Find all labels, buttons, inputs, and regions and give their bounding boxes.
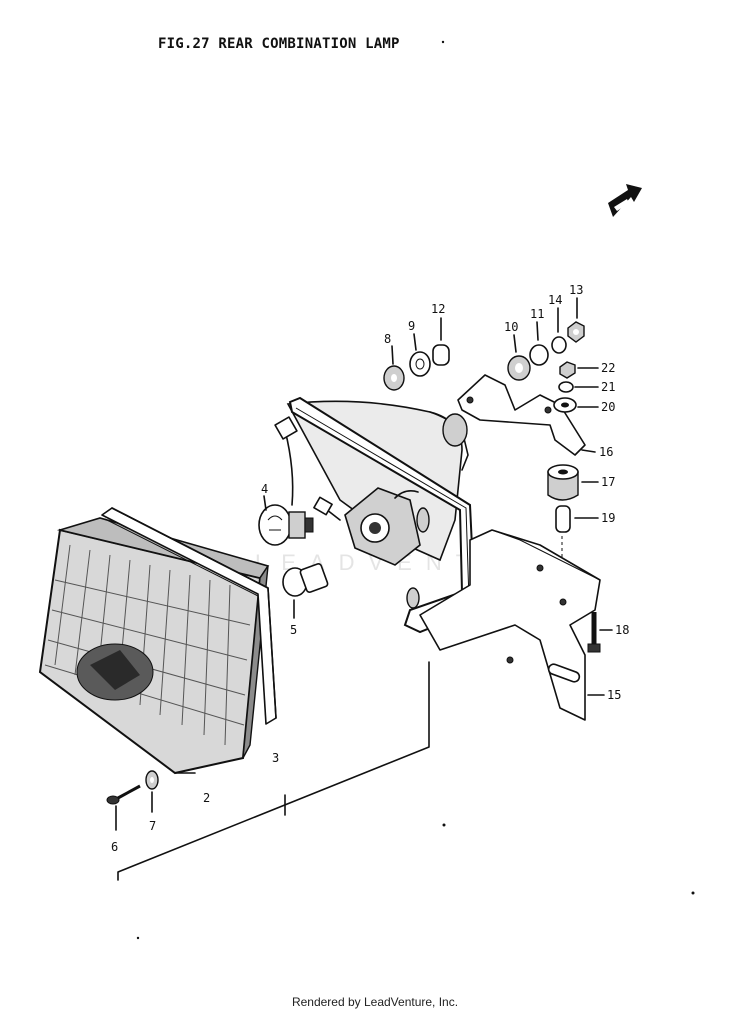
part-washer-10 (507, 334, 531, 381)
callout-16: 16 (599, 445, 613, 459)
callout-6: 6 (111, 840, 118, 854)
scan-artifacts (136, 40, 695, 940)
footer-credit: Rendered by LeadVenture, Inc. (291, 995, 459, 1009)
callout-2: 2 (203, 791, 210, 805)
callout-17: 17 (601, 475, 615, 489)
part-collar-12 (432, 317, 450, 366)
callout-15: 15 (607, 688, 621, 702)
part-washer-21 (558, 381, 599, 393)
part-screw (106, 784, 141, 831)
part-cushion-17 (547, 464, 599, 501)
callout-11: 11 (530, 307, 544, 321)
part-lens (38, 517, 270, 775)
callout-4: 4 (261, 482, 268, 496)
callout-13: 13 (569, 283, 583, 297)
callout-18: 18 (615, 623, 629, 637)
part-bulb-4 (258, 495, 314, 546)
part-bulb-5 (282, 563, 329, 619)
callout-10: 10 (504, 320, 518, 334)
callout-8: 8 (384, 332, 391, 346)
callout-labels: 2 3 4 5 6 7 8 9 10 11 12 13 14 15 16 17 … (111, 283, 629, 854)
callout-20: 20 (601, 400, 615, 414)
part-washer-8 (383, 345, 405, 391)
callout-12: 12 (431, 302, 445, 316)
part-gasket (101, 507, 277, 725)
part-plate-15 (419, 529, 605, 721)
part-housing (274, 396, 477, 634)
callout-19: 19 (601, 511, 615, 525)
part-washer-14 (551, 307, 567, 354)
assembly-bracket-line (117, 661, 430, 881)
callout-9: 9 (408, 319, 415, 333)
callout-22: 22 (601, 361, 615, 375)
part-nut-13 (567, 297, 585, 343)
front-direction-arrow-icon (608, 184, 642, 217)
part-washer-7 (145, 770, 159, 813)
part-washer-11 (529, 321, 549, 366)
callout-3: 3 (272, 751, 279, 765)
callout-7: 7 (149, 819, 156, 833)
figure-title: FIG.27 REAR COMBINATION LAMP (158, 36, 400, 52)
part-nut-22 (559, 361, 599, 379)
part-bracket-16 (457, 374, 596, 456)
callout-21: 21 (601, 380, 615, 394)
part-washer-20 (553, 397, 599, 413)
callout-14: 14 (548, 293, 562, 307)
callout-5: 5 (290, 623, 297, 637)
part-washer-9 (409, 333, 431, 377)
part-bolt-18 (587, 612, 613, 653)
